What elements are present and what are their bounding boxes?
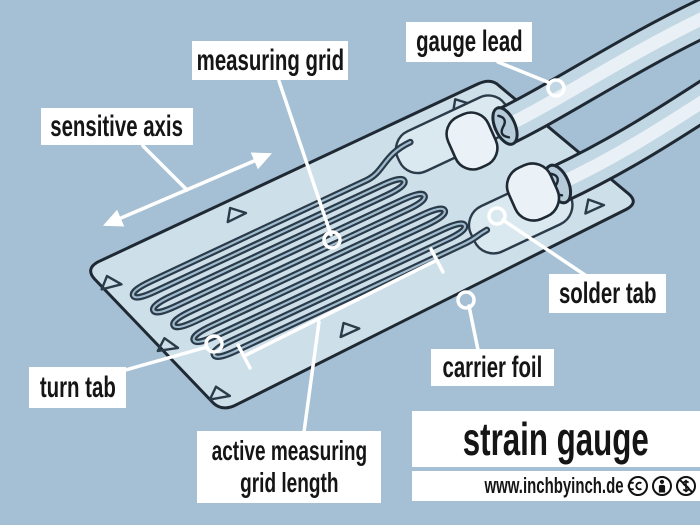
sensitive-axis-leader-line	[141, 144, 189, 192]
lead-end-cap-upper	[491, 106, 519, 146]
turn-tab-leader-line	[120, 345, 209, 373]
label-turn-tab-text: turn tab	[39, 370, 116, 404]
license-icons	[627, 475, 697, 497]
non-commercial-icon	[676, 476, 696, 496]
label-solder-tab: solder tab	[549, 274, 666, 313]
solder-tab-leader-line	[501, 218, 587, 277]
triangle-mark	[339, 321, 361, 339]
label-turn-tab: turn tab	[29, 367, 126, 408]
measuring-grid-leader-line	[277, 79, 333, 237]
cc-icon	[627, 476, 648, 496]
label-gauge-lead-text: gauge lead	[415, 25, 523, 58]
solder-tab-pointer-ring	[487, 206, 507, 226]
attribution-icon	[652, 476, 672, 496]
label-sensitive-axis: sensitive axis	[41, 108, 193, 145]
label-solder-tab-text: solder tab	[558, 276, 657, 310]
label-active-grid-length-text-2: grid length	[239, 467, 339, 498]
label-carrier-foil: carrier foil	[431, 349, 554, 386]
label-gauge-lead: gauge lead	[406, 22, 532, 62]
label-active-grid-length-text-1: active measuring	[211, 434, 367, 466]
diagram-title: strain gauge	[412, 411, 700, 467]
triangle-mark	[208, 385, 232, 401]
label-active-grid-length: active measuring grid length	[197, 431, 381, 503]
carrier-foil-pointer-ring	[456, 290, 476, 310]
measuring-grid-pointer-ring	[322, 230, 342, 250]
diagram-title-text: strain gauge	[462, 413, 649, 465]
gauge-lead-wire-lower	[548, 79, 700, 204]
triangle-mark	[156, 337, 180, 353]
label-measuring-grid-text: measuring grid	[196, 43, 344, 77]
triangle-mark	[100, 274, 123, 291]
label-measuring-grid: measuring grid	[192, 41, 348, 80]
gauge-lead-pointer-ring	[546, 78, 566, 98]
gauge-lead-leader-line	[496, 60, 552, 85]
gauge-lead-wire-upper	[495, 0, 700, 146]
active-grid-length-bracket	[236, 247, 445, 370]
footer-bar: www.inchbyinch.de	[412, 471, 700, 501]
solder-blob-lower	[505, 162, 561, 222]
turn-tab-pointer-ring	[204, 334, 224, 354]
label-sensitive-axis-text: sensitive axis	[50, 109, 184, 143]
solder-blob-upper	[445, 111, 499, 171]
measuring-grid-pattern-core	[131, 141, 488, 358]
active-grid-length-leader-line	[302, 320, 321, 434]
annotations	[102, 60, 587, 434]
footer-website-text: www.inchbyinch.de	[484, 473, 624, 498]
triangle-mark	[584, 198, 606, 215]
label-carrier-foil-text: carrier foil	[442, 350, 543, 384]
carrier-foil-leader-line	[467, 304, 480, 352]
